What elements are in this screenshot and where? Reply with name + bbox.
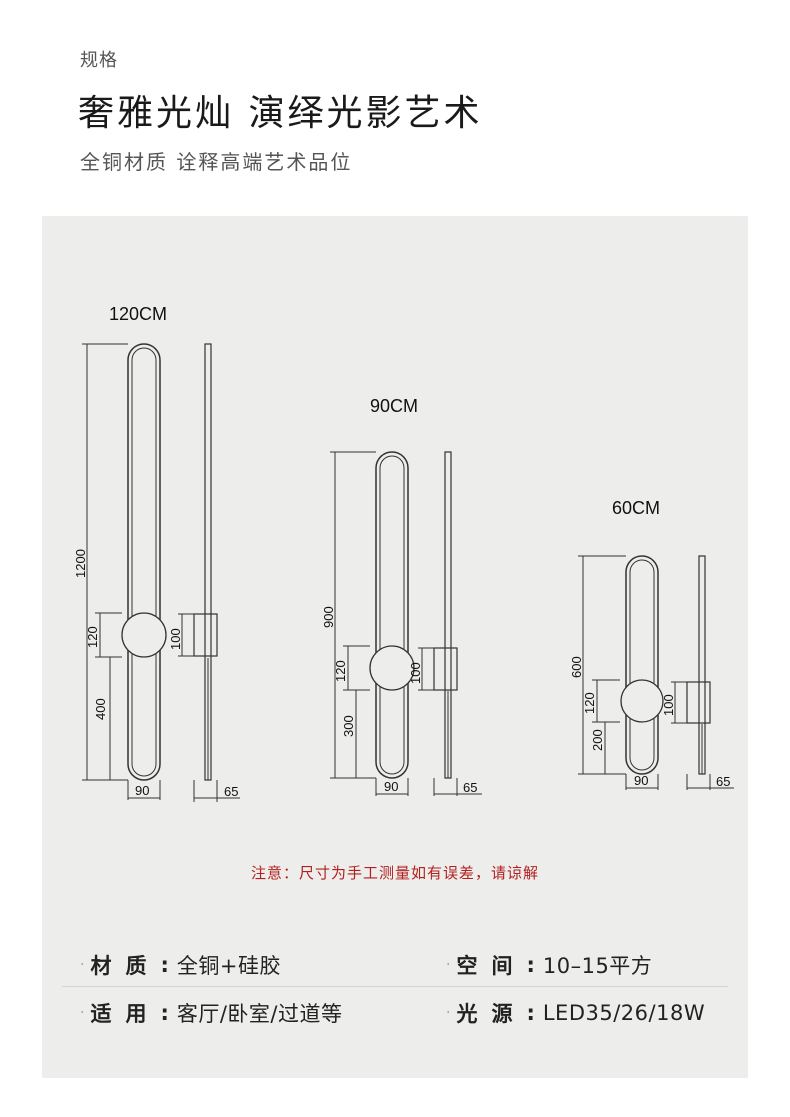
depth-dim-90: 100 <box>408 662 423 684</box>
spec-colon: : <box>160 953 169 977</box>
size-label-90: 90CM <box>370 396 418 416</box>
globe-dim-90: 120 <box>333 660 348 682</box>
page-title: 奢雅光灿 演绎光影艺术 <box>78 93 483 134</box>
height-dim-60: 600 <box>569 656 584 678</box>
bullet-dot-icon: · <box>446 1005 451 1021</box>
spec-usage-key: 适用 <box>90 1002 161 1026</box>
globe-dim-120: 120 <box>85 626 100 648</box>
lamp-drawing-120: 120CM 1200 120 400 90 <box>73 304 240 802</box>
spec-material: · 材质 : 全铜+硅胶 <box>80 950 281 980</box>
size-label-60: 60CM <box>612 498 660 518</box>
lower-dim-90: 300 <box>341 715 356 737</box>
lower-dim-120: 400 <box>93 698 108 720</box>
spec-colon: : <box>160 1001 169 1025</box>
lamp-drawing-90: 90CM 900 120 300 90 100 <box>321 396 482 796</box>
bullet-dot-icon: · <box>80 957 85 973</box>
size-label-120: 120CM <box>109 304 167 324</box>
projection-dim-60: 65 <box>716 774 730 789</box>
spec-light-value: LED35/26/18W <box>542 1001 706 1025</box>
dimension-drawings: 120CM 1200 120 400 90 <box>73 304 734 802</box>
spec-material-key: 材质 <box>90 954 161 978</box>
width-dim-60: 90 <box>634 773 648 788</box>
drawing-panel: 120CM 1200 120 400 90 <box>42 216 748 1078</box>
height-dim-90: 900 <box>321 606 336 628</box>
spec-light: · 光源 : LED35/26/18W <box>446 998 705 1028</box>
spec-usage: · 适用 : 客厅/卧室/过道等 <box>80 998 343 1028</box>
spec-space: · 空间 : 10–15平方 <box>446 950 652 980</box>
globe-dim-60: 120 <box>582 692 597 714</box>
spec-material-value: 全铜+硅胶 <box>176 954 281 978</box>
depth-dim-60: 100 <box>661 694 676 716</box>
lamp-drawing-60: 60CM 600 120 200 90 100 <box>569 498 734 790</box>
width-dim-90: 90 <box>384 779 398 794</box>
spec-colon: : <box>526 1001 535 1025</box>
bullet-dot-icon: · <box>80 1005 85 1021</box>
bullet-dot-icon: · <box>446 957 451 973</box>
measurement-notice: 注意：尺寸为手工测量如有误差，请谅解 <box>250 864 539 882</box>
projection-dim-120: 65 <box>224 784 238 799</box>
lower-dim-60: 200 <box>590 729 605 751</box>
depth-dim-120: 100 <box>168 628 183 650</box>
spec-kicker: 规格 <box>80 50 118 71</box>
projection-dim-90: 65 <box>463 780 477 795</box>
spec-light-key: 光源 <box>456 1002 527 1026</box>
spec-colon: : <box>526 953 535 977</box>
height-dim-120: 1200 <box>73 549 88 578</box>
width-dim-120: 90 <box>135 783 149 798</box>
spec-divider <box>62 986 728 987</box>
page-subtitle: 全铜材质 诠释高端艺术品位 <box>80 150 353 174</box>
spec-space-value: 10–15平方 <box>542 954 653 978</box>
spec-usage-value: 客厅/卧室/过道等 <box>176 1002 343 1026</box>
spec-space-key: 空间 <box>456 954 527 978</box>
